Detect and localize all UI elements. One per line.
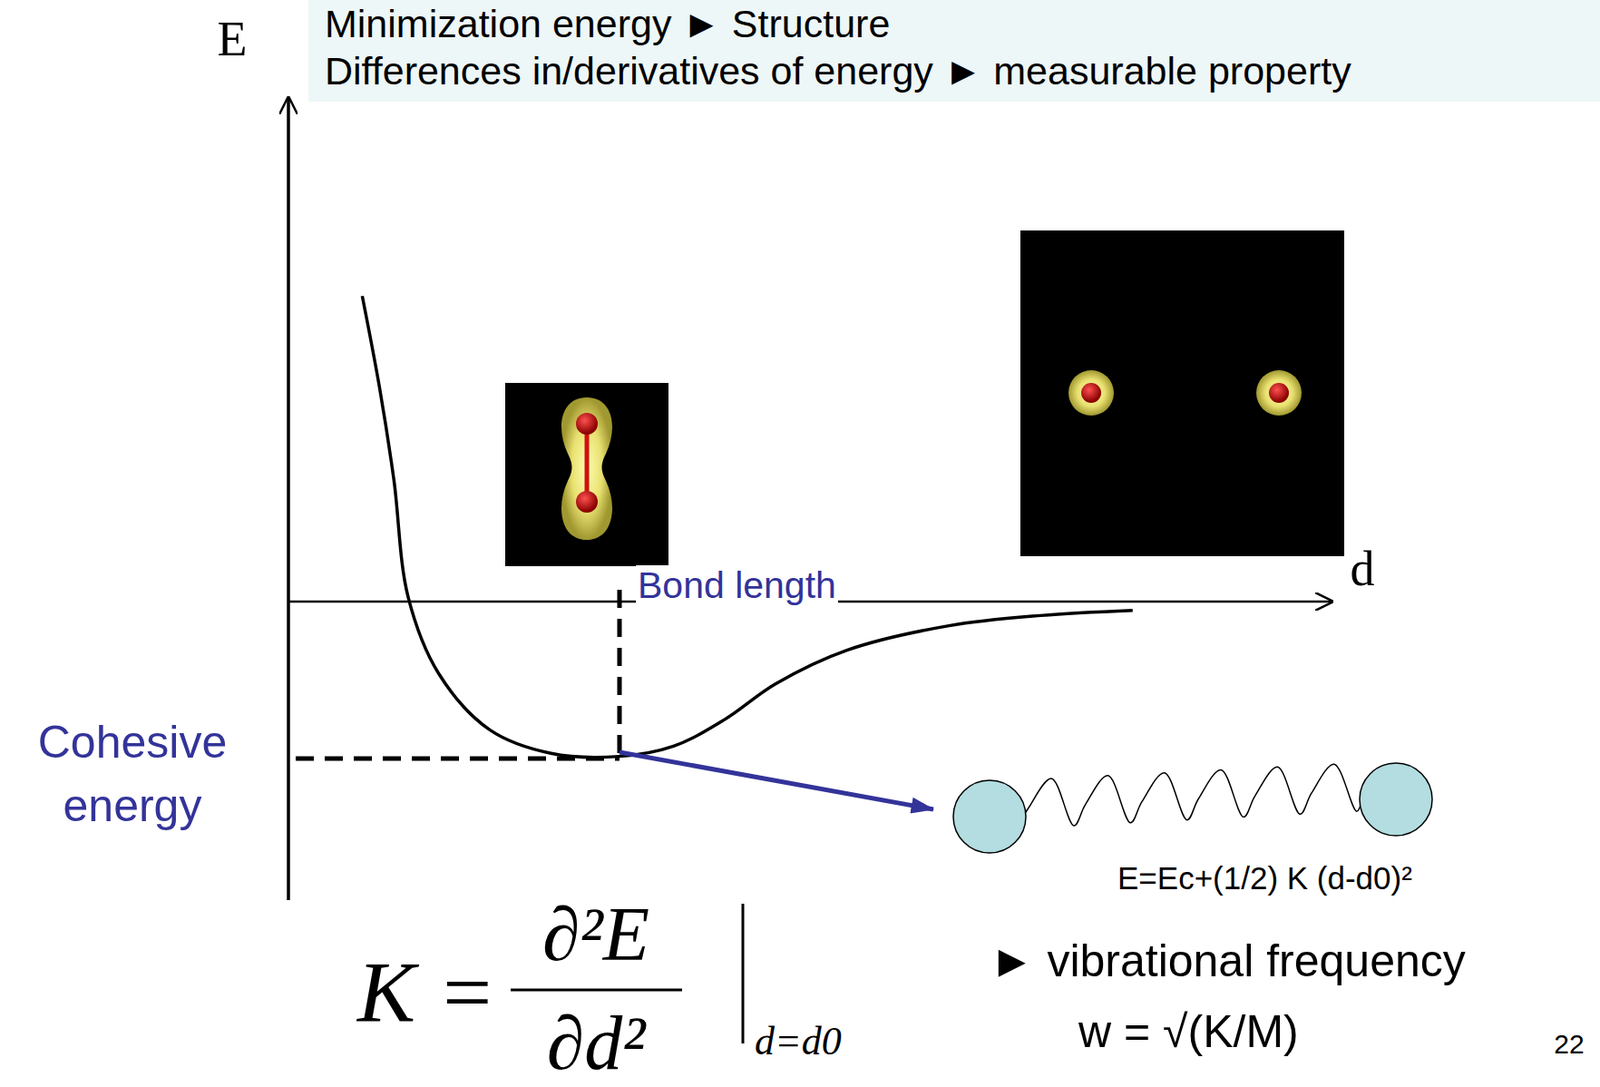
header-text: Minimization energy ► Structure bbox=[324, 0, 1591, 48]
fraction-bar bbox=[510, 988, 683, 992]
formula-part: K = bbox=[357, 944, 497, 1041]
separated-atoms-picture bbox=[1020, 230, 1345, 557]
energy-curve bbox=[361, 295, 1132, 757]
electron-density bbox=[561, 397, 613, 540]
cohesive-energy-label: Cohesive energy bbox=[23, 710, 242, 838]
electron-density bbox=[1068, 370, 1114, 416]
energy-axis bbox=[286, 97, 291, 900]
atom bbox=[575, 490, 598, 513]
mass-ball bbox=[953, 780, 1026, 853]
axis-label: E bbox=[217, 12, 248, 67]
header-band: Minimization energy ► StructureDifferenc… bbox=[308, 0, 1600, 102]
formula-denominator: ∂d² bbox=[546, 1001, 646, 1085]
atom bbox=[1081, 382, 1102, 403]
mass-ball bbox=[1359, 762, 1433, 836]
bond-length-label: Bond length bbox=[635, 565, 839, 606]
atom bbox=[575, 412, 598, 435]
atom bbox=[1268, 382, 1289, 403]
formula-subscript: d=d0 bbox=[754, 1019, 842, 1064]
page-number: 22 bbox=[1553, 1028, 1584, 1059]
electron-density bbox=[1256, 370, 1302, 416]
axis-label: d bbox=[1350, 542, 1376, 596]
harmonic-formula: E=Ec+(1/2) K (d-d0)² bbox=[1117, 860, 1413, 897]
formula-numerator: ∂²E bbox=[542, 892, 650, 976]
frequency-formula: w = √(K/M) bbox=[1078, 1006, 1299, 1057]
callout-arrow bbox=[619, 751, 934, 810]
evaluation-bar bbox=[741, 903, 745, 1044]
header-text: Differences in/derivatives of energy ► m… bbox=[324, 47, 1591, 95]
bond-stick bbox=[585, 423, 590, 502]
spring bbox=[1023, 763, 1363, 826]
molecule-picture bbox=[505, 382, 669, 566]
bond-length-guide bbox=[617, 589, 623, 756]
frequency-label: ► vibrational frequency bbox=[989, 936, 1466, 986]
